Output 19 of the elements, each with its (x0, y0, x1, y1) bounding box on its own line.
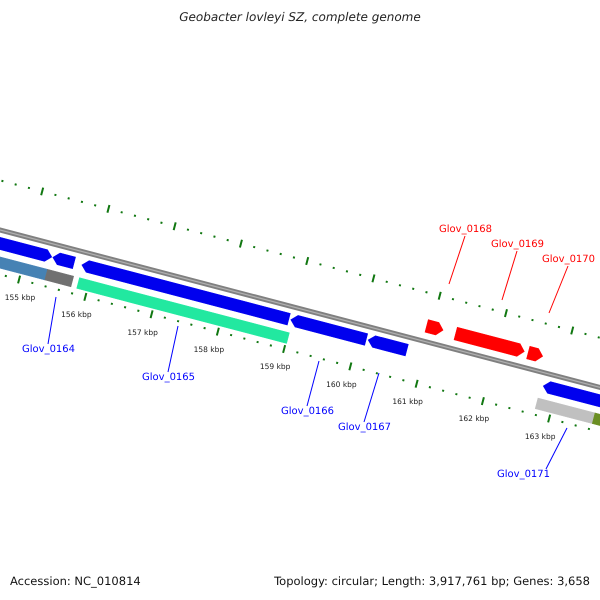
leader-line (502, 250, 518, 300)
leader-line (548, 266, 568, 314)
title: Geobacter lovleyi SZ, complete genome (178, 10, 422, 24)
footer-text: Topology: circular; Length: 3,917,761 bp; Genes: 3,658 (274, 574, 590, 588)
leader-line (364, 372, 380, 422)
gene-label: Glov_0169 (491, 239, 544, 251)
gene-label: Glov_0171 (497, 469, 550, 481)
gene-label: Glov_0168 (439, 224, 492, 236)
gene-label: Glov_0164 (22, 344, 76, 356)
gene-label: Glov_0165 (142, 372, 196, 384)
leader-line (546, 428, 568, 470)
footer-text: Accession: NC_010814 (10, 574, 141, 588)
gene-label: Glov_0167 (338, 422, 392, 434)
leader-line (448, 236, 466, 284)
leader-line (168, 326, 178, 372)
leader-line (48, 296, 56, 344)
leader-line (306, 360, 320, 406)
gene-label: Glov_0170 (542, 254, 596, 266)
gene-label: Glov_0166 (281, 406, 334, 418)
